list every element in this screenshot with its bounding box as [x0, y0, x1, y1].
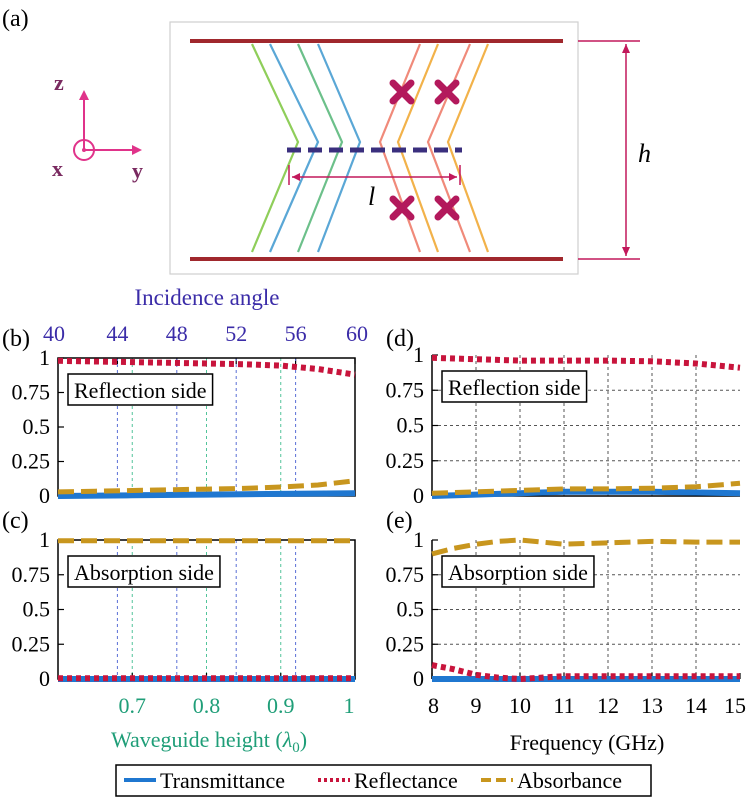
series-transmittance-line: [57, 490, 356, 499]
panel-label-d: (d): [386, 326, 414, 352]
top-axis-title: Incidence angle: [135, 285, 280, 310]
series-absorbance-line: [431, 537, 740, 557]
y-tick-label: 0.25: [12, 631, 51, 656]
blocked-markers: [389, 79, 460, 221]
y-tick-label: 0.75: [12, 380, 51, 405]
panel-label-c: (c): [2, 508, 29, 534]
top-tick-label: 60: [346, 321, 368, 346]
y-tick-label: 0.25: [386, 448, 425, 473]
x-axis-label-left: Waveguide height (λ0): [111, 727, 307, 756]
y-tick-label: 0.75: [386, 562, 425, 587]
series-reflectance-line: [57, 357, 356, 378]
series-reflectance-line: [431, 662, 740, 683]
top-tick-label: 56: [285, 321, 307, 346]
y-tick-label: 0.75: [12, 562, 51, 587]
height-dimension: h: [578, 40, 651, 260]
chart-e: 0 0.25 0.5 0.75 1 8 9 10 11 12 13 14 15 Absorption si…: [386, 527, 746, 718]
x-tick-label: 0.9: [267, 693, 295, 718]
length-dimension: l: [288, 165, 461, 211]
x-axis-label: x: [52, 156, 63, 181]
panel-label-e: (e): [386, 508, 413, 534]
y-tick-label: 0: [39, 483, 50, 508]
x-tick-label: 11: [553, 693, 574, 718]
schematic: l h z x y: [52, 21, 651, 275]
x-tick-label: 10: [509, 693, 531, 718]
y-tick-label: 0.25: [12, 449, 51, 474]
blocked-cross-4: [434, 195, 460, 221]
blocked-cross-1: [389, 79, 415, 105]
x-axis-circle: [73, 139, 95, 161]
y-tick-label: 0.75: [386, 377, 425, 402]
x-tick-label: 12: [597, 693, 619, 718]
legend-label-absorbance: Absorbance: [517, 768, 622, 793]
x-tick-label: 14: [685, 693, 707, 718]
blocked-cross-3: [389, 195, 415, 221]
y-tick-label: 0: [39, 666, 50, 691]
annotation-label: Reflection side: [448, 375, 581, 400]
ray-8: [446, 43, 490, 253]
annotation-box: [67, 373, 214, 406]
top-tick-label: 40: [43, 321, 65, 346]
blocked-cross-2: [434, 79, 460, 105]
x-axis-label-right: Frequency (GHz): [510, 730, 665, 755]
y-tick-label: 1: [39, 345, 50, 370]
series-reflectance-line: [431, 354, 741, 371]
x-axis-dot: [82, 148, 86, 152]
annotation-box: [441, 555, 595, 588]
ray-3: [296, 43, 344, 253]
top-tick-label: 44: [106, 321, 128, 346]
x-tick-label: 8: [428, 693, 439, 718]
series-transmittance-line: [431, 488, 741, 499]
annotation-label: Absorption side: [448, 560, 588, 585]
axes-icon: z x y: [52, 70, 143, 183]
x-tick-label: 1: [344, 693, 355, 718]
ray-2: [268, 43, 320, 253]
ray-1: [250, 43, 300, 253]
y-tick-label: 0.5: [397, 413, 425, 438]
y-tick-label: 0: [413, 666, 424, 691]
x-tick-label: 0.7: [119, 693, 147, 718]
y-axis-label: y: [132, 158, 143, 183]
series-absorbance-line: [431, 480, 741, 496]
legend-label-transmittance: Transmittance: [160, 768, 285, 793]
legend-label-reflectance: Reflectance: [354, 768, 458, 793]
y-tick-label: 0.25: [386, 631, 425, 656]
series-absorbance-line: [57, 478, 356, 495]
y-tick-label: 0.5: [397, 597, 425, 622]
top-tick-label: 48: [166, 321, 188, 346]
x-tick-label: 15: [724, 693, 746, 718]
top-tick-label: 52: [225, 321, 247, 346]
panel-label-a: (a): [2, 6, 29, 32]
y-tick-label: 1: [413, 527, 424, 552]
annotation-box: [67, 555, 221, 588]
height-label: h: [638, 139, 651, 168]
annotation-label: Reflection side: [74, 378, 207, 403]
annotation-box: [441, 370, 588, 403]
panel-label-b: (b): [2, 326, 30, 352]
legend: Transmittance Reflectance Absorbance: [115, 764, 652, 797]
x-tick-label: 13: [641, 693, 663, 718]
y-tick-label: 0.5: [23, 414, 51, 439]
ray-4: [316, 43, 362, 253]
y-tick-label: 1: [413, 342, 424, 367]
length-label: l: [368, 182, 375, 211]
y-tick-label: 0.5: [23, 597, 51, 622]
x-tick-label: 9: [471, 693, 482, 718]
y-tick-label: 0: [413, 483, 424, 508]
x-tick-label: 0.8: [193, 693, 221, 718]
ray-6: [396, 43, 440, 253]
legend-box: [115, 764, 652, 797]
top-axis-ticks: 40 44 48 52 56 60: [43, 321, 368, 364]
z-arrowhead: [79, 90, 89, 100]
annotation-label: Absorption side: [74, 560, 214, 585]
y-tick-label: 1: [39, 527, 50, 552]
z-axis-label: z: [54, 70, 64, 95]
y-arrowhead: [132, 145, 142, 155]
